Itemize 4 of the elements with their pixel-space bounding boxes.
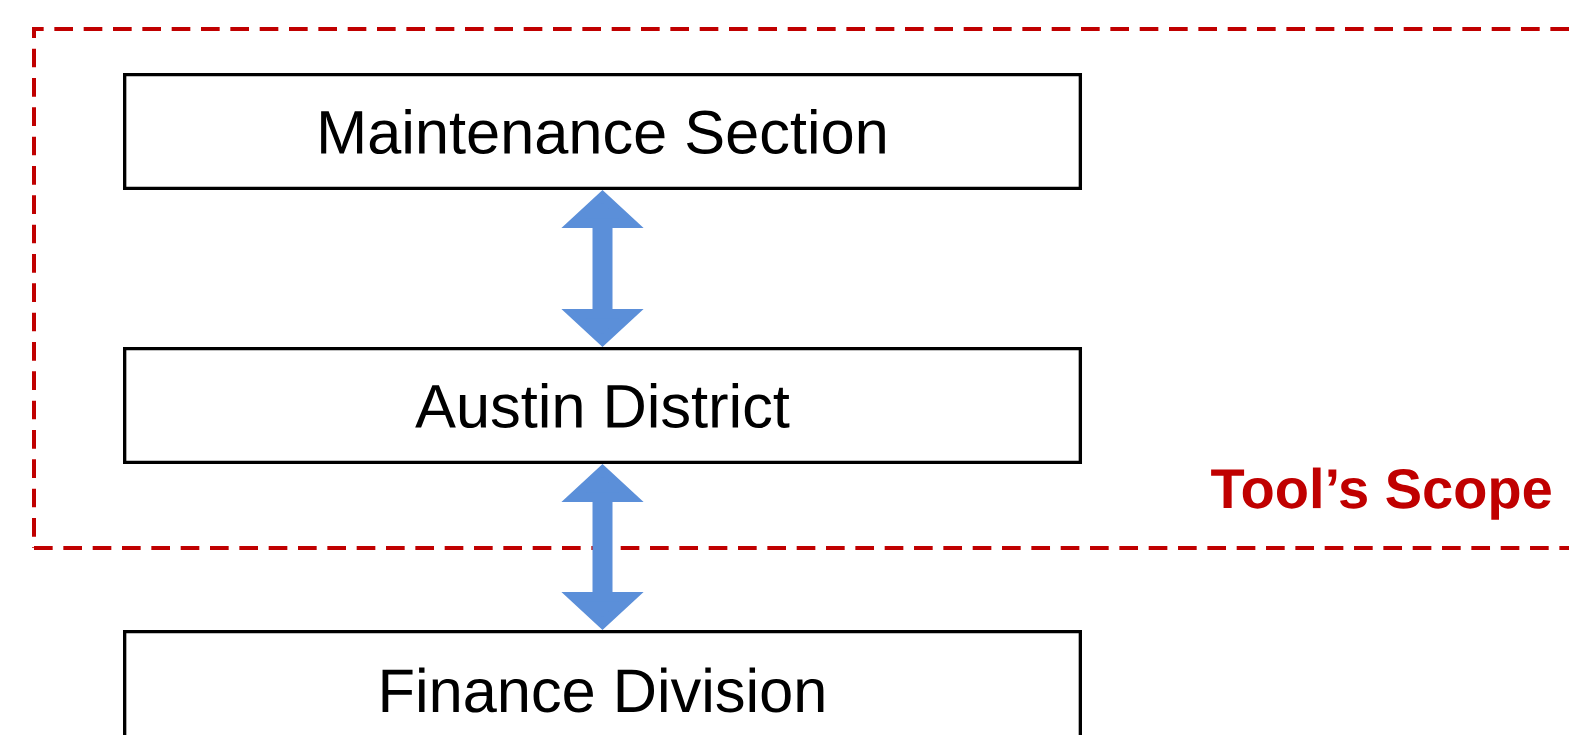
process-box: Austin District: [123, 347, 1082, 464]
scope-label: Tool’s Scope: [1211, 467, 1551, 520]
process-box: Finance Division: [123, 630, 1082, 735]
process-box: Maintenance Section: [123, 73, 1082, 190]
